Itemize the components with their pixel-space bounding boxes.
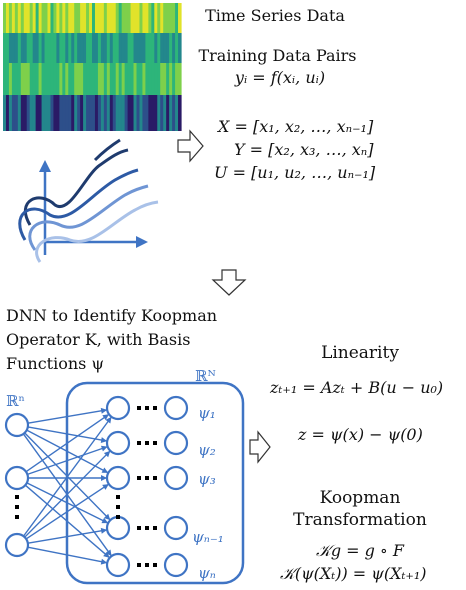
koopman-operator-equation: 𝒦g = g ∘ F bbox=[315, 541, 405, 560]
network-edge bbox=[24, 484, 111, 559]
network-edge bbox=[27, 546, 108, 564]
network-edge-arrowhead bbox=[101, 517, 109, 524]
ellipsis-dot bbox=[116, 515, 120, 519]
hidden-node bbox=[105, 515, 131, 541]
network-edge bbox=[22, 416, 113, 537]
network-edge-arrowhead bbox=[101, 475, 107, 481]
network-edge-arrowhead bbox=[100, 437, 108, 443]
network-edge bbox=[26, 482, 109, 524]
ellipsis-dot bbox=[116, 505, 120, 509]
hidden-node bbox=[105, 430, 131, 456]
trajectory-curve-5 bbox=[93, 138, 121, 162]
z-definition-equation: z = ψ(x) − ψ(0) bbox=[298, 425, 423, 444]
network-edge-arrowhead bbox=[100, 558, 108, 565]
ellipsis-dot bbox=[137, 476, 141, 480]
network-edge-arrowhead bbox=[103, 551, 110, 558]
ellipsis-dot bbox=[145, 526, 149, 530]
plot-x-arrowhead bbox=[136, 236, 148, 248]
ellipsis-dot bbox=[145, 406, 149, 410]
network-edge bbox=[25, 483, 110, 540]
ellipsis-dot bbox=[137, 406, 141, 410]
network-edge bbox=[22, 433, 113, 557]
ellipsis-dot bbox=[137, 441, 141, 445]
dnn-description-line-3: Functions ψ bbox=[6, 354, 104, 373]
basis-node bbox=[163, 395, 189, 421]
arrow-down bbox=[211, 269, 247, 296]
dnn-description-line-1: DNN to Identify Koopman bbox=[6, 306, 218, 325]
plot-y-arrowhead bbox=[39, 160, 51, 172]
network-edge-arrowhead bbox=[101, 467, 109, 473]
linearity-title: Linearity bbox=[321, 343, 399, 363]
ellipsis-dot bbox=[145, 476, 149, 480]
ellipsis-dot bbox=[116, 495, 120, 499]
hidden-node bbox=[105, 465, 131, 491]
hidden-node bbox=[105, 552, 131, 578]
network-edge-arrowhead bbox=[105, 416, 112, 424]
ellipsis-dot bbox=[153, 526, 157, 530]
input-node bbox=[4, 412, 30, 438]
koopman-title-line-1: Koopman bbox=[319, 488, 401, 508]
trajectory-curve-4 bbox=[35, 200, 159, 263]
psi-label-1: ψ₁ bbox=[198, 404, 216, 422]
network-edge-arrowhead bbox=[105, 549, 112, 557]
trajectory-curve-3 bbox=[28, 184, 149, 251]
basis-node bbox=[163, 515, 189, 541]
koopman-transformation-equation: 𝒦(ψ(Xₜ)) = ψ(Xₜ₊₁) bbox=[280, 564, 427, 583]
network-edge bbox=[27, 409, 108, 424]
basis-node bbox=[163, 552, 189, 578]
network-edge-arrowhead bbox=[103, 513, 111, 521]
psi-label-2: ψ₂ bbox=[198, 441, 216, 459]
y-matrix-equation: Y = [x₂, x₃, …, xₙ] bbox=[234, 140, 374, 159]
network-edge bbox=[27, 426, 108, 442]
u-matrix-equation: U = [u₁, u₂, …, uₙ₋₁] bbox=[214, 163, 376, 182]
ellipsis-dot bbox=[15, 515, 19, 519]
training-pairs-title: Training Data Pairs bbox=[198, 46, 357, 65]
output-space-label: ℝᴺ bbox=[195, 367, 216, 385]
network-edge-arrowhead bbox=[100, 445, 108, 452]
network-edge bbox=[24, 450, 111, 538]
network-edge bbox=[27, 529, 108, 544]
ellipsis-dot bbox=[153, 476, 157, 480]
network-edge-arrowhead bbox=[100, 527, 108, 534]
psi-label-3: ψ₃ bbox=[198, 470, 216, 488]
network-edge-arrowhead bbox=[102, 414, 109, 421]
network-edge bbox=[27, 445, 108, 476]
ellipsis-dot bbox=[137, 526, 141, 530]
ellipsis-dot bbox=[153, 563, 157, 567]
trajectory-curve-2 bbox=[18, 168, 139, 241]
ellipsis-dot bbox=[153, 441, 157, 445]
network-edge bbox=[25, 413, 110, 473]
arrow-right-top bbox=[177, 129, 204, 163]
trajectory-curve-1 bbox=[23, 148, 129, 226]
basis-node bbox=[163, 465, 189, 491]
ellipsis-dot bbox=[153, 406, 157, 410]
x-matrix-equation: X = [x₁, x₂, …, xₙ₋₁] bbox=[218, 117, 374, 136]
ellipsis-dot bbox=[145, 563, 149, 567]
input-node bbox=[4, 465, 30, 491]
ellipsis-dot bbox=[137, 563, 141, 567]
basis-function-box bbox=[65, 381, 245, 585]
ellipsis-dot bbox=[15, 505, 19, 509]
arrow-right-bottom bbox=[249, 430, 271, 464]
hidden-node bbox=[105, 395, 131, 421]
training-pairs-equation: yᵢ = f(xᵢ, uᵢ) bbox=[234, 68, 326, 87]
linearity-equation: zₜ₊₁ = Azₜ + B(u − u₀) bbox=[270, 378, 444, 397]
dnn-description-line-2: Operator K, with Basis bbox=[6, 330, 191, 349]
network-edge-arrowhead bbox=[103, 450, 111, 458]
basis-node bbox=[163, 430, 189, 456]
ellipsis-dot bbox=[145, 441, 149, 445]
network-edge-arrowhead bbox=[100, 407, 108, 414]
ellipsis-dot bbox=[15, 495, 19, 499]
time-series-title: Time Series Data bbox=[205, 6, 345, 25]
psi-label-n: ψₙ bbox=[198, 564, 216, 582]
input-space-label: ℝⁿ bbox=[6, 392, 25, 410]
psi-label-n-minus-1: ψₙ₋₁ bbox=[192, 528, 224, 546]
network-edge-arrowhead bbox=[102, 484, 109, 490]
input-node bbox=[4, 532, 30, 558]
koopman-title-line-2: Transformation bbox=[293, 510, 427, 530]
